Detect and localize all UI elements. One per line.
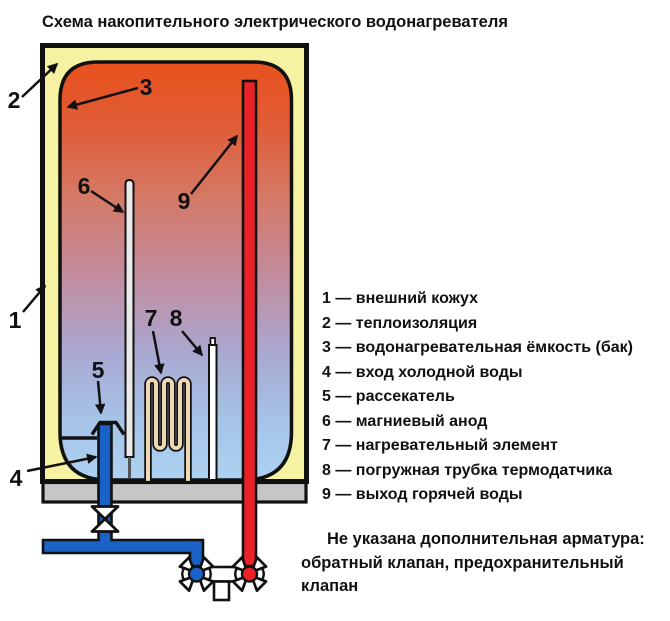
- legend-item: 8 — погружная трубка термодатчика: [322, 461, 613, 479]
- legend: 1 — внешний кожух 2 — теплоизоляция 3 — …: [322, 287, 667, 508]
- shutoff-valve-icon: [90, 505, 120, 533]
- callout-label-3: 3: [140, 74, 153, 100]
- legend-item: 7 — нагревательный элемент: [322, 437, 558, 454]
- water-deflector: [90, 420, 126, 436]
- thermo-sensor-tube: [208, 344, 218, 481]
- bottom-plate: [41, 480, 308, 504]
- heating-element: [146, 378, 190, 481]
- legend-item: 2 — теплоизоляция: [322, 314, 478, 332]
- hot-tap-handle-icon: [231, 556, 268, 592]
- legend-item: 6 — магниевый анод: [322, 412, 488, 430]
- legend-item: 4 — вход холодной воды: [322, 363, 523, 381]
- magnesium-anode: [124, 178, 135, 458]
- legend-item: 1 — внешний кожух: [322, 290, 478, 307]
- callout-label-2: 2: [8, 87, 21, 113]
- legend-item: 9 — выход горячей воды: [322, 486, 523, 503]
- callout-arrow-3: [66, 86, 139, 110]
- hot-water-pipe: [241, 79, 258, 568]
- mixer-spout: [212, 580, 231, 602]
- cold-tap-handle-icon: [178, 556, 215, 592]
- callout-arrow-5: [94, 380, 106, 415]
- callout-arrow-9: [190, 134, 238, 195]
- legend-item: 3 — водонагревательная ёмкость (бак): [322, 339, 633, 356]
- callout-label-8: 8: [170, 305, 183, 331]
- callout-label-1: 1: [9, 307, 22, 333]
- page-title: Схема накопительного электрического водо…: [42, 13, 508, 31]
- callout-arrow-2: [21, 62, 59, 98]
- note: Не указана дополнительная арматура: обра…: [301, 530, 645, 595]
- callout-arrow-7: [151, 330, 165, 375]
- callout-label-6: 6: [78, 173, 91, 199]
- callout-arrows: [21, 62, 238, 473]
- callout-arrow-1: [22, 284, 47, 313]
- callout-arrow-6: [90, 189, 125, 214]
- callout-arrow-8: [181, 330, 204, 357]
- callout-arrow-4: [26, 453, 98, 473]
- callout-label-7: 7: [145, 305, 158, 331]
- callout-label-5: 5: [92, 357, 105, 383]
- callout-label-9: 9: [178, 188, 191, 214]
- callout-label-4: 4: [10, 465, 23, 491]
- legend-item: 5 — рассекатель: [322, 388, 455, 405]
